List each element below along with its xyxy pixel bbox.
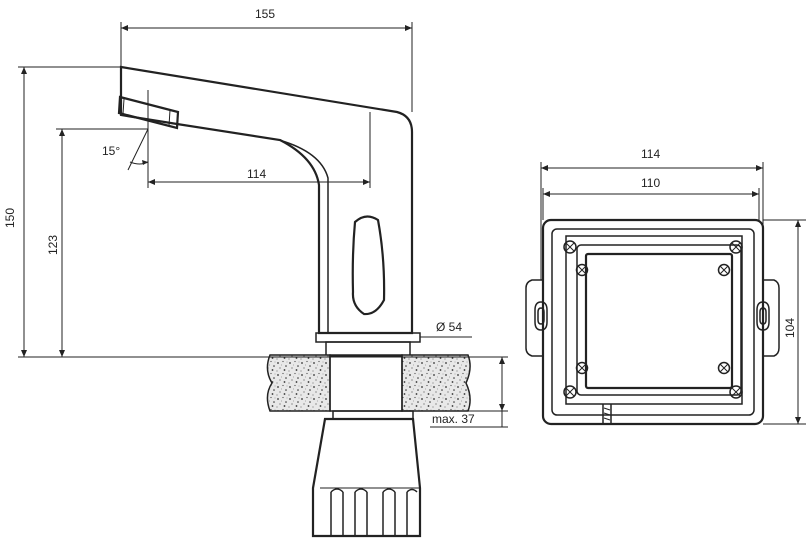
countertop-right <box>401 354 471 412</box>
box-outer <box>541 218 765 426</box>
aerator <box>117 95 180 130</box>
screw-bottom-right <box>729 385 743 399</box>
screw-bottom-left <box>563 385 577 399</box>
dim-box-height: 104 <box>783 318 797 338</box>
screw-top-left <box>563 240 577 254</box>
box-lid <box>584 252 734 390</box>
control-box <box>525 218 780 426</box>
screw-top-right <box>729 240 743 254</box>
mounting-tab-right <box>763 279 780 357</box>
faucet-dimensions: 155 150 123 114 15° Ø 54 max. 37 <box>3 7 508 428</box>
faucet-body <box>119 65 414 335</box>
dim-base-diameter: Ø 54 <box>436 320 462 334</box>
dim-spout-reach: 114 <box>247 167 266 181</box>
shank <box>329 354 403 412</box>
box-dimensions: 114 110 104 <box>540 147 806 425</box>
sensor-window <box>351 215 386 316</box>
dim-box-width-inner: 110 <box>641 176 660 190</box>
dim-box-width-outer: 114 <box>641 147 660 161</box>
dim-height-total: 150 <box>3 208 17 228</box>
dim-width-total: 155 <box>255 7 275 21</box>
base-collar <box>315 332 421 343</box>
faucet-side-view <box>117 65 471 538</box>
mounting-tab-left <box>525 279 543 357</box>
dim-max-thickness: max. 37 <box>432 412 475 426</box>
countertop-left <box>266 354 331 412</box>
cable <box>602 404 612 424</box>
dim-angle: 15° <box>102 144 120 158</box>
dim-spout-height: 123 <box>46 235 60 255</box>
